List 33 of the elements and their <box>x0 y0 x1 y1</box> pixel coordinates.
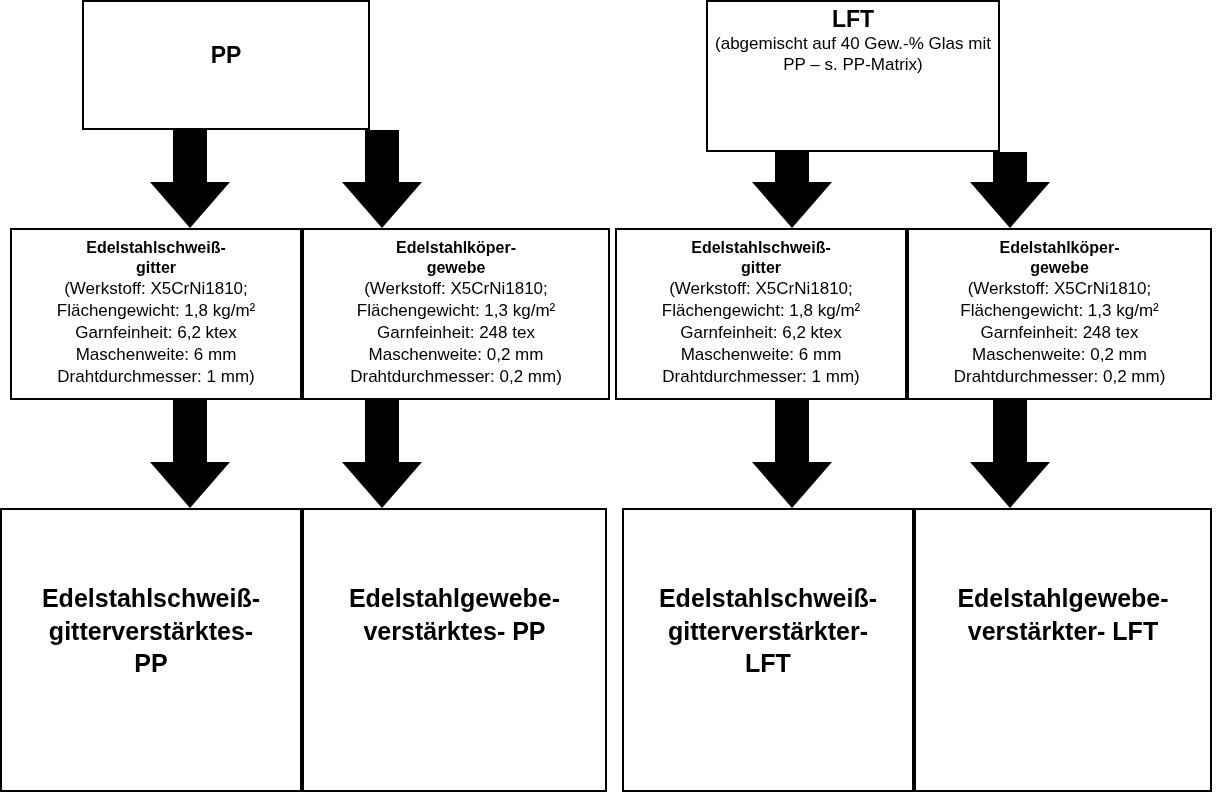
process-box <box>302 228 610 400</box>
box-heading: Edelstahlschweiß- gitter <box>691 238 831 278</box>
box-heading: Edelstahlschweiß- gitterverstärktes- PP <box>41 583 261 679</box>
process-box <box>914 508 1212 792</box>
process-box <box>302 508 607 792</box>
process-box <box>82 0 370 130</box>
process-box <box>615 228 907 400</box>
box-heading: Edelstahlschweiß- gitterverstärkter- LFT <box>658 583 878 679</box>
box-description: (abgemischt auf 40 Gew.-% Glas mit PP – s. PP-Matrix) <box>714 33 992 76</box>
box-heading: Edelstahlgewebe- verstärktes- PP <box>348 583 561 647</box>
box-heading: Edelstahlköper- gewebe <box>999 238 1120 278</box>
block-arrow <box>150 400 230 508</box>
block-arrow <box>342 130 422 228</box>
block-arrow <box>150 130 230 228</box>
box-description: (Werkstoff: X5CrNi1810; Flächengewicht: 1,8 kg/m² Garnfeinheit: 6,2 ktex Maschenweite: 6 mm Drahtdurchmesser: 1 mm) <box>660 278 862 389</box>
box-heading: Edelstahlschweiß- gitter <box>86 238 226 278</box>
box-description: (Werkstoff: X5CrNi1810; Flächengewicht: 1,3 kg/m² Garnfeinheit: 248 tex Maschenweite: 0,2 mm Drahtdurchmesser: 0,2 mm) <box>952 278 1167 389</box>
process-box <box>0 508 302 792</box>
block-arrow <box>970 152 1050 228</box>
block-arrow <box>970 400 1050 508</box>
process-box <box>706 0 1000 152</box>
block-arrow <box>342 400 422 508</box>
process-box <box>907 228 1212 400</box>
block-arrow <box>752 400 832 508</box>
process-box <box>622 508 914 792</box>
block-arrow <box>752 152 832 228</box>
box-heading: Edelstahlgewebe- verstärkter- LFT <box>957 583 1169 647</box>
process-box <box>10 228 302 400</box>
box-heading: LFT <box>831 6 875 33</box>
box-heading: Edelstahlköper- gewebe <box>396 238 516 278</box>
box-description: (Werkstoff: X5CrNi1810; Flächengewicht: 1,8 kg/m² Garnfeinheit: 6,2 ktex Maschenweite: 6 mm Drahtdurchmesser: 1 mm) <box>55 278 257 389</box>
box-description: (Werkstoff: X5CrNi1810; Flächengewicht: 1,3 kg/m² Garnfeinheit: 248 tex Maschenweite: 0,2 mm Drahtdurchmesser: 0,2 mm) <box>349 278 563 389</box>
box-heading: PP <box>210 42 242 69</box>
